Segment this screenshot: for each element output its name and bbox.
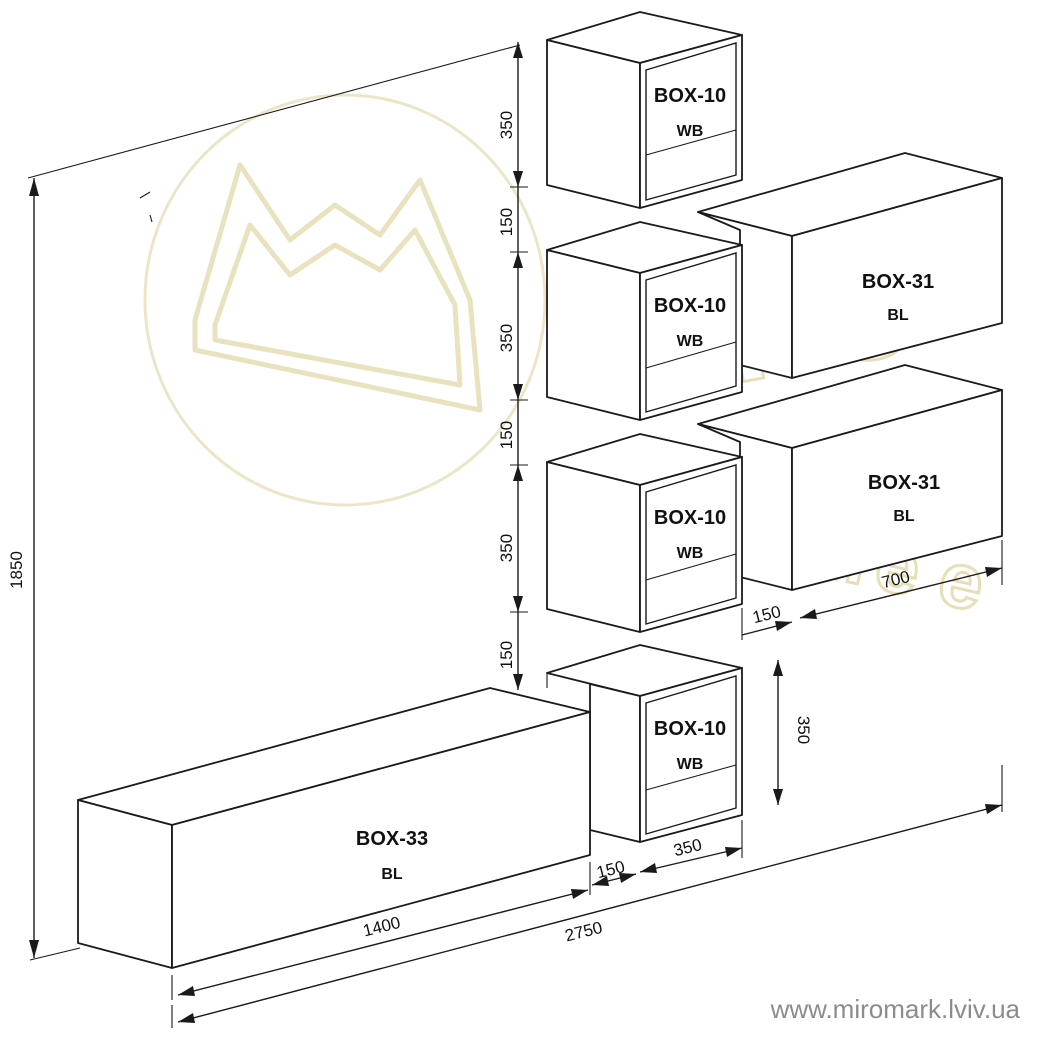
dim-box10-height-label: 350 (794, 716, 813, 744)
dim-box10-height (773, 660, 783, 805)
box33-name: BOX-33 (356, 828, 428, 850)
dim-bottom-widths (591, 820, 743, 886)
dim-col-h5: 350 (497, 534, 516, 562)
watermark-crown-inner (212, 222, 463, 388)
bottom-left-guide (29, 947, 81, 961)
website-url: www.miromark.lviv.ua (770, 994, 1021, 1024)
box33-cabinet (77, 687, 591, 969)
dim-total-height (29, 178, 39, 958)
dim-total-width (171, 765, 1003, 1028)
box10-third-finish: WB (677, 545, 704, 562)
dim-box31-width (741, 540, 1003, 640)
top-guide-line (27, 44, 521, 179)
dim-box33-width (171, 862, 591, 1000)
watermark-circle (143, 93, 547, 507)
box31-lower (697, 364, 1003, 591)
dim-total-height-label: 1850 (7, 551, 26, 589)
box31-upper-finish: BL (887, 307, 909, 324)
dim-column-heights (510, 42, 528, 690)
box10-bottom-name: BOX-10 (654, 718, 726, 740)
box31-upper (697, 152, 1003, 379)
small-tick (139, 191, 151, 199)
dim-col-h4: 150 (497, 421, 516, 449)
box31-lower-finish: BL (893, 508, 915, 525)
box10-bottom-finish: WB (677, 756, 704, 773)
box10-second (546, 221, 743, 421)
box10-third (546, 433, 743, 633)
watermark-crown (192, 162, 483, 413)
box10-top (546, 11, 743, 209)
box10-third-name: BOX-10 (654, 507, 726, 529)
box31-upper-name: BOX-31 (862, 271, 934, 293)
dim-total-width-label: 2750 (563, 918, 604, 946)
dim-col-h1: 350 (497, 111, 516, 139)
dim-box33-width-label: 1400 (361, 913, 402, 941)
guide-lines (27, 44, 521, 961)
dim-col-h2: 150 (497, 208, 516, 236)
box10-second-name: BOX-10 (654, 295, 726, 317)
box10-second-finish: WB (677, 333, 704, 350)
box10-top-name: BOX-10 (654, 85, 726, 107)
dim-box10-width-label: 350 (672, 835, 704, 860)
dim-col-h6: 150 (497, 641, 516, 669)
box10-top-finish: WB (677, 123, 704, 140)
dim-col-h3: 350 (497, 324, 516, 352)
box33-finish: BL (381, 866, 403, 883)
box31-lower-name: BOX-31 (868, 472, 940, 494)
small-tick-2 (149, 214, 153, 223)
box10-bottom (546, 644, 743, 843)
